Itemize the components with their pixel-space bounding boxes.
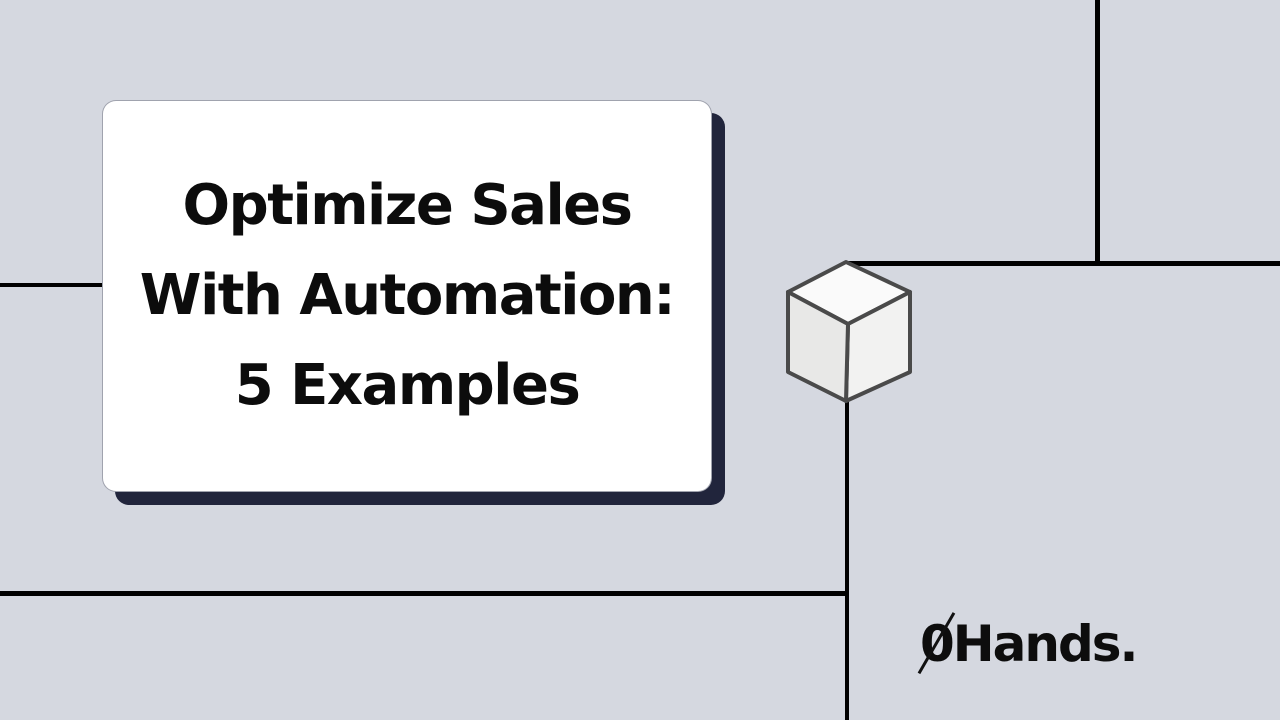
connector-line-vertical-top: [1095, 0, 1100, 266]
brand-logo: 0 Hands .: [917, 612, 1139, 676]
logo-slashed-zero: 0: [917, 612, 955, 676]
cube-left-face: [786, 290, 850, 403]
page-title-line-2: With Automation:: [139, 263, 676, 328]
connector-line-vertical-bottom: [845, 400, 849, 720]
connector-line-right: [846, 261, 1280, 266]
logo-wordmark: Hands: [952, 615, 1122, 673]
title-card: Optimize Sales With Automation: 5 Exampl…: [102, 100, 712, 492]
cube-icon: [786, 260, 912, 403]
logo-period: .: [1119, 615, 1139, 673]
page-title-line-1: Optimize Sales: [182, 173, 633, 238]
connector-line-left-lower: [0, 591, 849, 596]
connector-line-left-upper: [0, 283, 106, 287]
page-title-line-3: 5 Examples: [234, 353, 581, 418]
